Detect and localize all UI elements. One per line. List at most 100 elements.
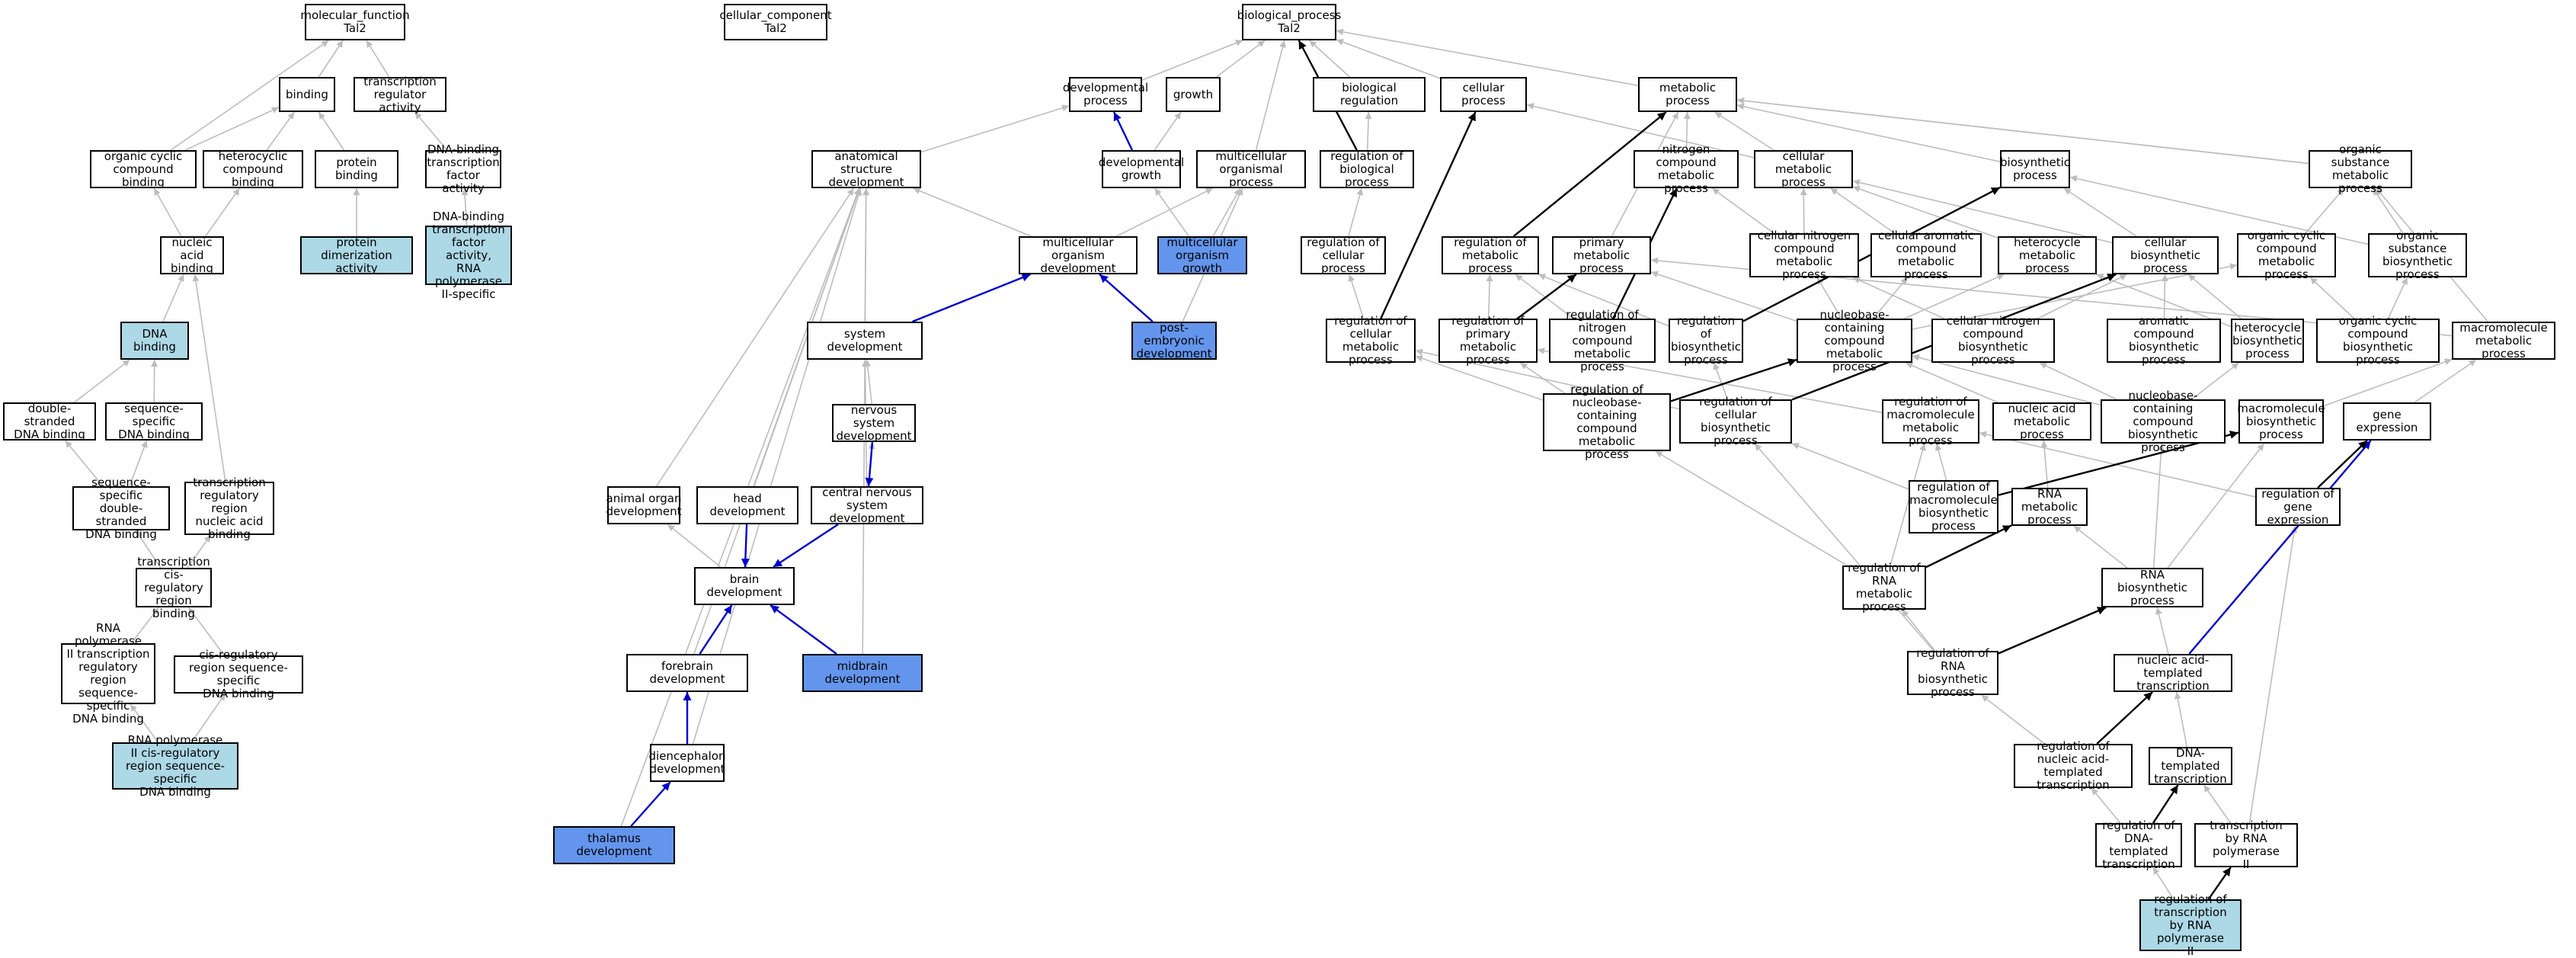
edge-isa-nbcbp-to-hbp	[2190, 362, 2240, 400]
node-nucleic-acid-binding[interactable]: nucleic acid binding	[160, 235, 224, 274]
node-nucleic-acid-metabolic-process[interactable]: nucleic acid metabolic process	[1992, 402, 2091, 441]
node-transcription-regulatory-region-nucleic-acid-binding[interactable]: transcription regulatory region nucleic …	[184, 476, 274, 540]
node-molecular-function-root[interactable]: molecular_function Tal2	[300, 4, 410, 40]
edge-isa-rnabp-to-mbp	[2167, 443, 2265, 569]
node-regulation-of-transcription-by-rna-polymerase-ii[interactable]: regulation of transcription by RNA polym…	[2139, 892, 2242, 957]
node-midbrain-development[interactable]: midbrain development	[802, 654, 923, 692]
node-organic-substance-metabolic-process[interactable]: organic substance metabolic process	[2309, 143, 2412, 195]
node-regulation-of-cellular-process[interactable]: regulation of cellular process	[1301, 235, 1386, 274]
node-rna-biosynthetic-process[interactable]: RNA biosynthetic process	[2101, 568, 2203, 607]
node-rna-pol-ii-transcription-regulatory-region-binding[interactable]: RNA polymerase II transcription regulato…	[61, 622, 155, 726]
node-transcription-cis-regulatory-region-binding[interactable]: transcription cis-regulatory region bind…	[136, 555, 212, 620]
node-regulation-of-macromolecule-biosynthetic-process[interactable]: regulation of macromolecule biosynthetic…	[1909, 480, 1998, 533]
node-dna-binding-transcription-factor-activity[interactable]: DNA-binding transcription factor activit…	[425, 143, 501, 195]
node-macromolecule-metabolic-process[interactable]: macromolecule metabolic process	[2452, 321, 2555, 360]
node-growth[interactable]: growth	[1166, 77, 1221, 112]
node-regulation-of-cellular-metabolic-process[interactable]: regulation of cellular metabolic process	[1326, 315, 1416, 367]
node-cellular-biosynthetic-process[interactable]: cellular biosynthetic process	[2112, 235, 2219, 274]
node-nitrogen-compound-metabolic-process[interactable]: nitrogen compound metabolic process	[1634, 143, 1739, 195]
node-cellular-nitrogen-compound-biosynthetic-process[interactable]: cellular nitrogen compound biosynthetic …	[1931, 315, 2055, 367]
edge-isa-rncmp-to-rmp	[1515, 274, 1574, 319]
node-sequence-specific-double-stranded-dna-binding[interactable]: sequence-specific double-stranded DNA bi…	[72, 476, 170, 540]
node-transcription-regulator-activity[interactable]: transcription regulator activity	[354, 75, 446, 114]
node-cellular-process[interactable]: cellular process	[1440, 77, 1527, 112]
node-developmental-growth[interactable]: developmental growth	[1099, 150, 1184, 188]
node-developmental-process[interactable]: developmental process	[1063, 77, 1148, 112]
node-aromatic-compound-biosynthetic-process[interactable]: aromatic compound biosynthetic process	[2107, 315, 2221, 367]
node-system-development[interactable]: system development	[807, 322, 923, 360]
node-organic-cyclic-compound-biosynthetic-process[interactable]: organic cyclic compound biosynthetic pro…	[2316, 315, 2440, 367]
node-regulation-of-dna-templated-transcription[interactable]: regulation of DNA-templated transcriptio…	[2095, 819, 2182, 871]
edge-regulates-rmp-to-metproc	[1512, 111, 1667, 237]
edge-isa-cncbp-to-cncmp	[1852, 277, 1945, 319]
node-biological-process-root[interactable]: biological_process Tal2	[1237, 4, 1341, 40]
node-gene-expression[interactable]: gene expression	[2343, 402, 2431, 441]
node-dna-templated-transcription[interactable]: DNA-templated transcription	[2149, 746, 2232, 785]
node-protein-dimerization-activity[interactable]: protein dimerization activity	[300, 235, 413, 274]
node-cellular-aromatic-compound-metabolic-process[interactable]: cellular aromatic compound metabolic pro…	[1870, 229, 1982, 281]
node-nucleobase-containing-compound-biosynthetic-process[interactable]: nucleobase-containing compound biosynthe…	[2101, 389, 2226, 453]
edge-isa-cbp-to-cmp	[1852, 179, 2113, 244]
node-organic-cyclic-compound-metabolic-process[interactable]: organic cyclic compound metabolic proces…	[2237, 229, 2336, 281]
node-animal-organ-development[interactable]: animal organ development	[606, 486, 681, 524]
node-biosynthetic-process[interactable]: biosynthetic process	[2000, 150, 2070, 188]
node-thalamus-development[interactable]: thalamus development	[553, 826, 675, 864]
node-regulation-of-nucleobase-containing-compound-metabolic-process[interactable]: regulation of nucleobase-containing comp…	[1543, 383, 1671, 461]
edge-isa-cbp-to-biosyn	[2063, 187, 2137, 237]
node-cellular-metabolic-process[interactable]: cellular metabolic process	[1754, 149, 1853, 188]
node-regulation-of-primary-metabolic-process[interactable]: regulation of primary metabolic process	[1438, 315, 1538, 367]
node-multicellular-organism-growth[interactable]: multicellular organism growth	[1157, 235, 1247, 274]
node-nervous-system-development[interactable]: nervous system development	[832, 403, 916, 442]
node-anatomical-structure-development[interactable]: anatomical structure development	[811, 149, 921, 188]
node-regulation-of-macromolecule-metabolic-process[interactable]: regulation of macromolecule metabolic pr…	[1882, 396, 1979, 447]
node-dna-binding[interactable]: DNA binding	[120, 322, 189, 360]
node-cellular-component-root[interactable]: cellular_component Tal2	[719, 4, 832, 40]
node-rna-pol-ii-cis-regulatory-region-dna-binding[interactable]: RNA polymerase II cis-regulatory region …	[112, 733, 238, 798]
node-nucleobase-containing-compound-metabolic-process[interactable]: nucleobase-containing compound metabolic…	[1797, 308, 1912, 373]
node-regulation-of-gene-expression[interactable]: regulation of gene expression	[2255, 487, 2341, 526]
node-nucleic-acid-templated-transcription[interactable]: nucleic acid-templated transcription	[2114, 653, 2232, 692]
node-regulation-of-rna-biosynthetic-process[interactable]: regulation of RNA biosynthetic process	[1907, 647, 1998, 699]
node-dna-binding-tf-activity-rna-pol-ii[interactable]: DNA-binding transcription factor activit…	[425, 210, 512, 300]
node-heterocycle-metabolic-process[interactable]: heterocycle metabolic process	[1998, 235, 2097, 274]
node-forebrain-development[interactable]: forebrain development	[626, 654, 748, 692]
node-primary-metabolic-process[interactable]: primary metabolic process	[1552, 235, 1651, 274]
edge-isa-trp2-to-dtt	[2203, 784, 2232, 824]
edge-isa-occb-to-binding	[184, 107, 280, 151]
node-regulation-of-metabolic-process[interactable]: regulation of metabolic process	[1442, 235, 1539, 274]
node-double-stranded-dna-binding[interactable]: double-stranded DNA binding	[3, 402, 96, 441]
node-macromolecule-biosynthetic-process[interactable]: macromolecule biosynthetic process	[2237, 399, 2325, 444]
edge-regulates-rge-to-ge	[2317, 440, 2368, 489]
node-organic-cyclic-compound-binding[interactable]: organic cyclic compound binding	[90, 149, 197, 188]
node-post-embryonic-development[interactable]: post-embryonic development	[1131, 321, 1217, 360]
node-heterocyclic-compound-binding[interactable]: heterocyclic compound binding	[203, 149, 303, 188]
node-regulation-of-biosynthetic-process[interactable]: regulation of biosynthetic process	[1669, 315, 1743, 367]
node-rna-metabolic-process[interactable]: RNA metabolic process	[2011, 487, 2088, 526]
node-brain-development[interactable]: brain development	[694, 567, 795, 605]
node-protein-binding[interactable]: protein binding	[315, 150, 398, 188]
edge-isa-cncmp-to-ncmp	[1711, 187, 1774, 234]
node-regulation-of-rna-metabolic-process[interactable]: regulation of RNA metabolic process	[1842, 562, 1926, 614]
node-binding[interactable]: binding	[279, 77, 335, 112]
edge-isa-rdtt-to-rnatt	[2091, 787, 2121, 824]
node-metabolic-process[interactable]: metabolic process	[1638, 77, 1737, 112]
node-sequence-specific-dna-binding[interactable]: sequence-specific DNA binding	[105, 402, 203, 441]
node-diencephalon-development[interactable]: diencephalon development	[649, 744, 726, 782]
edge-isa-devgrowth-to-growth	[1154, 111, 1182, 151]
node-regulation-of-cellular-biosynthetic-process[interactable]: regulation of cellular biosynthetic proc…	[1679, 396, 1792, 447]
node-regulation-of-nitrogen-compound-metabolic-process[interactable]: regulation of nitrogen compound metaboli…	[1549, 308, 1656, 373]
edge-isa-asd-to-devproc	[920, 104, 1070, 153]
node-multicellular-organism-development[interactable]: multicellular organism development	[1019, 235, 1138, 274]
node-biological-regulation[interactable]: biological regulation	[1313, 77, 1426, 112]
node-cis-regulatory-region-sequence-specific-dna-binding[interactable]: cis-regulatory region sequence-specific …	[174, 649, 303, 700]
edge-isa-rrnabp-to-rrnamp	[1901, 609, 1936, 652]
node-heterocycle-biosynthetic-process[interactable]: heterocycle biosynthetic process	[2231, 319, 2304, 363]
node-regulation-of-biological-process[interactable]: regulation of biological process	[1320, 149, 1414, 188]
node-cellular-nitrogen-compound-metabolic-process[interactable]: cellular nitrogen compound metabolic pro…	[1749, 229, 1859, 281]
node-transcription-by-rna-polymerase-ii[interactable]: transcription by RNA polymerase II	[2194, 819, 2298, 871]
node-regulation-of-nucleic-acid-templated-transcription[interactable]: regulation of nucleic acid-templated tra…	[2014, 740, 2133, 792]
node-organic-substance-biosynthetic-process[interactable]: organic substance biosynthetic process	[2368, 229, 2467, 281]
node-multicellular-organismal-process[interactable]: multicellular organismal process	[1196, 149, 1306, 188]
node-head-development[interactable]: head development	[696, 486, 798, 524]
node-central-nervous-system-development[interactable]: central nervous system development	[811, 485, 923, 524]
